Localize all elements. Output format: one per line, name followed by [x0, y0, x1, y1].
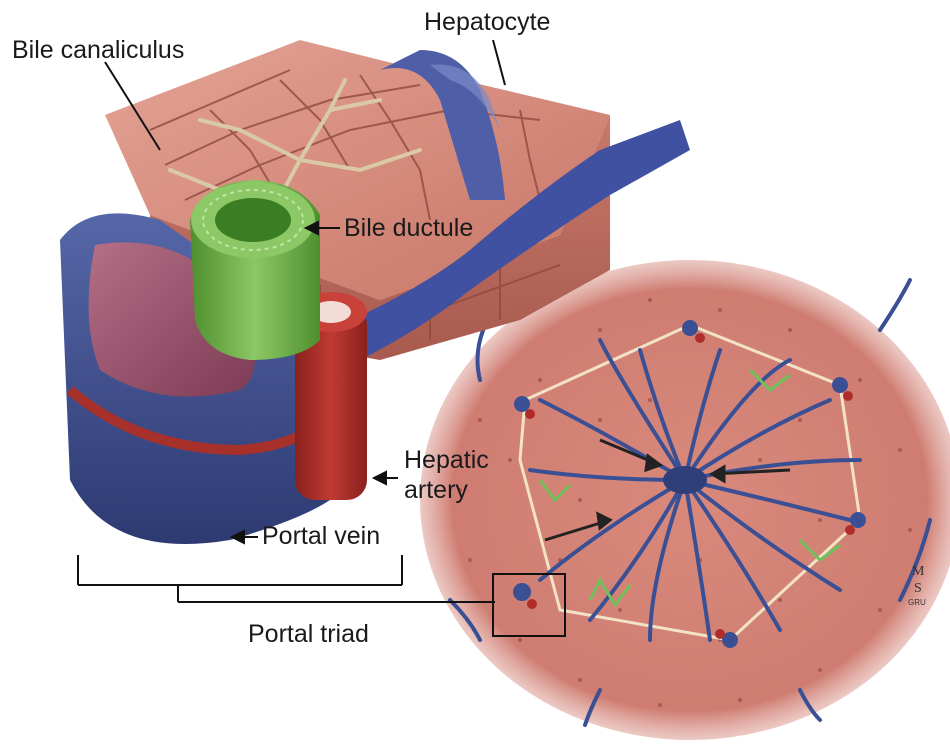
label-portal-triad: Portal triad [248, 622, 369, 647]
bile-ductule-lumen [215, 198, 291, 242]
label-hepatocyte: Hepatocyte [424, 10, 550, 35]
signature-mark: M [912, 564, 925, 579]
lobule-cross-section: M S GRU [420, 260, 950, 740]
label-hepatic-artery-line1: Hepatic [404, 448, 489, 473]
label-bile-canaliculus: Bile canaliculus [12, 38, 184, 63]
svg-text:S: S [914, 581, 922, 596]
svg-text:GRU: GRU [908, 598, 926, 607]
label-hepatic-artery-line2: artery [404, 478, 468, 503]
label-bile-ductule: Bile ductule [344, 216, 473, 241]
central-vein [663, 466, 707, 494]
label-portal-vein: Portal vein [262, 524, 380, 549]
